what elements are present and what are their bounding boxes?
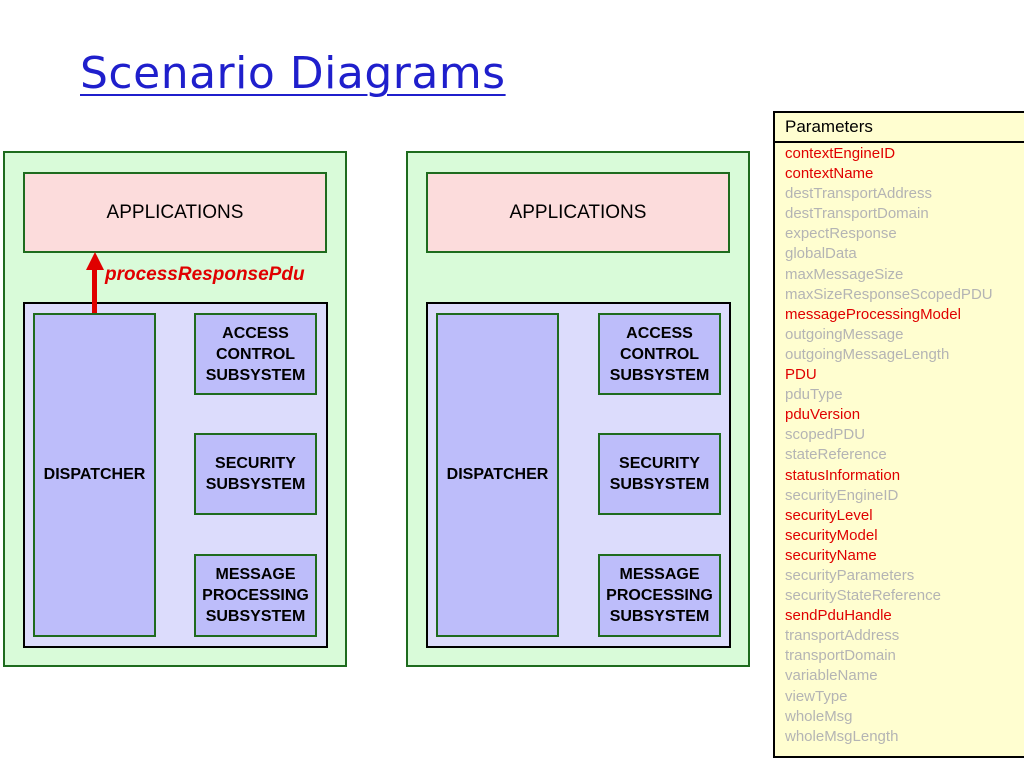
parameter-item: sendPduHandle bbox=[785, 607, 892, 625]
parameter-item: pduType bbox=[785, 386, 843, 404]
parameter-item: destTransportAddress bbox=[785, 185, 933, 203]
parameter-item: transportDomain bbox=[785, 647, 896, 665]
parameter-item: stateReference bbox=[785, 446, 887, 464]
right-access-control-subsystem: ACCESS CONTROL SUBSYSTEM bbox=[598, 313, 721, 395]
parameter-item: securityName bbox=[785, 546, 877, 564]
left-message-processing-subsystem: MESSAGE PROCESSING SUBSYSTEM bbox=[194, 554, 317, 637]
parameter-item: statusInformation bbox=[785, 466, 901, 484]
right-dispatcher-box: DISPATCHER bbox=[436, 313, 559, 637]
parameter-item: securityParameters bbox=[785, 566, 915, 584]
parameter-item: securityModel bbox=[785, 526, 878, 544]
parameter-item: wholeMsgLength bbox=[785, 727, 899, 745]
parameters-list: contextEngineID contextName destTransportA… bbox=[775, 143, 1024, 747]
parameter-item: messageProcessingModel bbox=[785, 305, 961, 323]
parameter-item: contextName bbox=[785, 165, 874, 183]
parameter-item: expectResponse bbox=[785, 225, 897, 243]
process-response-arrow-shaft bbox=[92, 268, 97, 313]
left-dispatcher-box: DISPATCHER bbox=[33, 313, 156, 637]
page-title: Scenario Diagrams bbox=[80, 48, 506, 99]
parameter-item: scopedPDU bbox=[785, 426, 866, 444]
parameters-header: Parameters bbox=[775, 113, 1024, 143]
parameter-item: viewType bbox=[785, 687, 848, 705]
process-response-pdu-label: processResponsePdu bbox=[105, 264, 305, 285]
parameter-item: outgoingMessage bbox=[785, 325, 904, 343]
parameter-item: pduVersion bbox=[785, 406, 861, 424]
parameters-table: Parameters contextEngineID contextName des… bbox=[773, 111, 1024, 758]
parameter-item: destTransportDomain bbox=[785, 205, 929, 223]
parameter-item: wholeMsg bbox=[785, 707, 853, 725]
left-access-control-subsystem: ACCESS CONTROL SUBSYSTEM bbox=[194, 313, 317, 395]
parameter-item: variableName bbox=[785, 667, 878, 685]
parameter-item: PDU bbox=[785, 366, 817, 384]
right-applications-box: APPLICATIONS bbox=[426, 172, 730, 253]
parameter-item: maxSizeResponseScopedPDU bbox=[785, 285, 993, 303]
right-message-processing-subsystem: MESSAGE PROCESSING SUBSYSTEM bbox=[598, 554, 721, 637]
left-security-subsystem: SECURITY SUBSYSTEM bbox=[194, 433, 317, 515]
parameter-item: securityLevel bbox=[785, 506, 873, 524]
parameter-item: outgoingMessageLength bbox=[785, 345, 950, 363]
parameter-item: globalData bbox=[785, 245, 857, 263]
parameter-item: securityEngineID bbox=[785, 486, 899, 504]
left-applications-box: APPLICATIONS bbox=[23, 172, 327, 253]
parameter-item: securityStateReference bbox=[785, 587, 941, 605]
process-response-arrow-head bbox=[85, 252, 104, 270]
parameter-item: transportAddress bbox=[785, 627, 900, 645]
parameter-item: contextEngineID bbox=[785, 145, 896, 162]
right-security-subsystem: SECURITY SUBSYSTEM bbox=[598, 433, 721, 515]
parameter-item: maxMessageSize bbox=[785, 265, 904, 283]
